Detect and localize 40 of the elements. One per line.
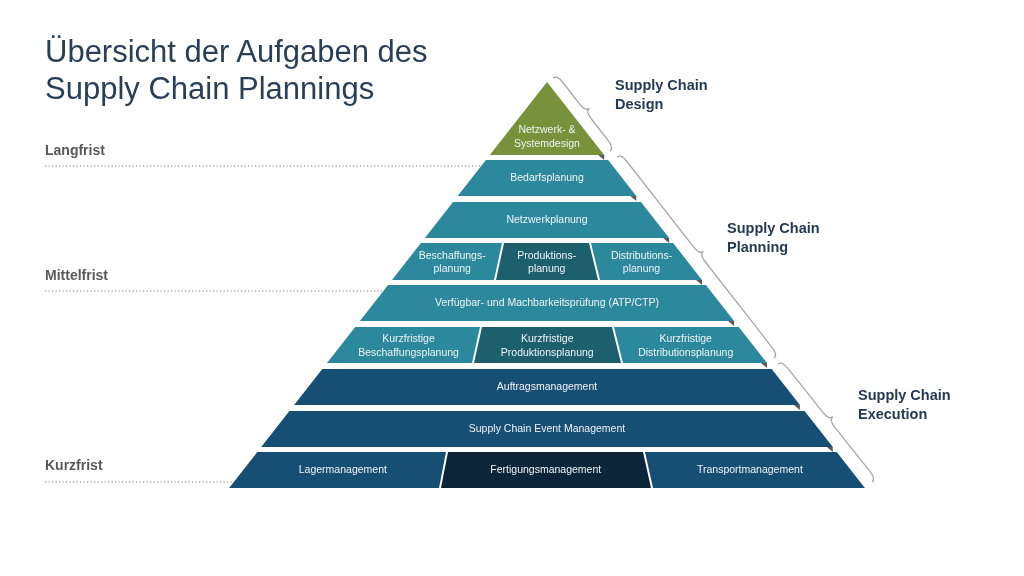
segment-label: Transportmanagement (696, 463, 803, 477)
pyramid-segment (326, 327, 480, 363)
segment-label: Kurzfristige Beschaffungsplanung (357, 331, 460, 359)
pyramid-segment (359, 285, 735, 326)
pyramid-segment (645, 452, 865, 488)
pyramid-segment (424, 202, 670, 243)
segment-label: Auftragsmanagement (496, 380, 598, 394)
segment-label: Lagermanagement (298, 463, 387, 477)
bracket-label: Supply Chain Execution (858, 386, 952, 424)
segment-label: Produktions- planung (516, 248, 578, 275)
segment-label: Netzwerk- & Systemdesign (513, 122, 581, 150)
segment-label: Kurzfristige Distributionsplanung (637, 331, 735, 359)
segment-label: Beschaffungs- planung (417, 248, 487, 275)
segment-label: Supply Chain Event Management (468, 422, 626, 436)
segment-label: Verfügbar- und Machbarkeitsprüfung (ATP/CTP) (435, 296, 659, 310)
pyramid-segment (229, 452, 446, 488)
pyramid-segment (591, 243, 703, 285)
pyramid-segment (614, 327, 768, 368)
pyramid-segment (496, 243, 598, 280)
bracket-label: Supply Chain Design (615, 76, 709, 114)
timeframe-label: Langfrist (45, 142, 105, 166)
segment-label: Netzwerkplanung (506, 213, 588, 227)
pyramid-segment (474, 327, 621, 363)
dotted-line (44, 165, 482, 167)
pyramid-segment (457, 160, 637, 201)
slide-title: Übersicht der Aufgaben des Supply Chain Plannings (45, 33, 429, 107)
pyramid-segment (294, 369, 800, 410)
pyramid-segment (391, 243, 502, 280)
timeframe-label: Mittelfrist (45, 267, 108, 291)
segment-label: Distributions- planung (609, 248, 674, 275)
dotted-line (44, 290, 385, 292)
segment-label: Fertigungsmanagement (490, 463, 602, 477)
bracket-label: Supply Chain Planning (727, 219, 821, 257)
segment-label: Bedarfsplanung (510, 171, 584, 185)
pyramid-apex (489, 82, 605, 160)
dotted-line (44, 481, 235, 483)
timeframe-label: Kurzfrist (45, 457, 103, 482)
pyramid-segment (261, 411, 833, 452)
pyramid-segment (441, 452, 651, 488)
segment-label: Kurzfristige Produktionsplanung (499, 331, 595, 359)
